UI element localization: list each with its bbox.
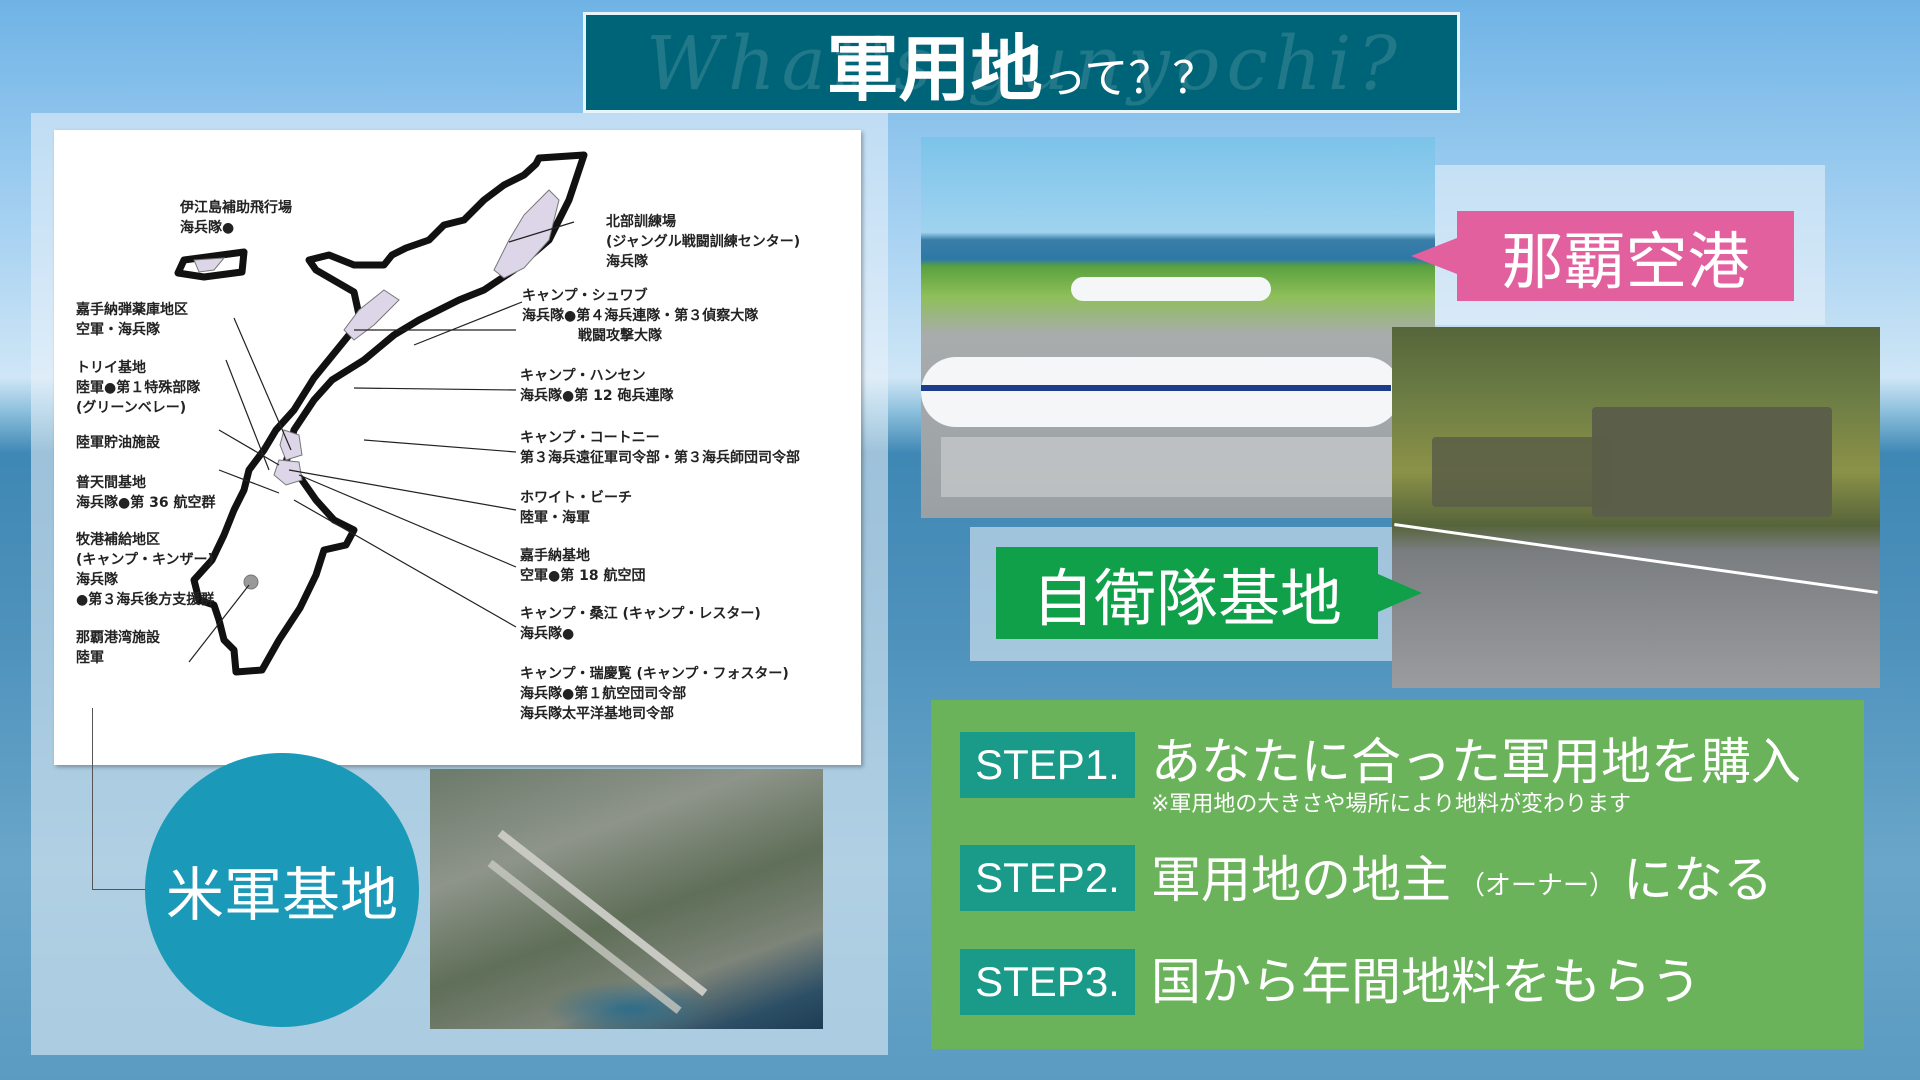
steps-panel: STEP1. あなたに合った軍用地を購入 ※軍用地の大きさや場所により地料が変わ… — [931, 700, 1864, 1049]
map-label-northern-training: 北部訓練場(ジャングル戦闘訓練センター) 海兵隊 — [606, 214, 801, 270]
step3-badge: STEP3. — [960, 949, 1135, 1015]
map-label-kuwae: キャンプ・桑江 (キャンプ・レスター)海兵隊● — [520, 606, 761, 642]
map-label-schwab: キャンプ・シュワブ海兵隊●第４海兵連隊・第３偵察大隊 戦闘攻撃大隊 — [522, 288, 759, 344]
map-label-kadena: 嘉手納基地空軍●第 18 航空団 — [520, 548, 646, 584]
sdf-trucks-photo — [1392, 327, 1880, 688]
page-title: 軍用地 — [826, 27, 1043, 111]
title-banner: What's gunyochi? 軍用地 って？？ — [583, 12, 1460, 113]
step2-text: 軍用地の地主（オーナー）になる — [1151, 851, 1774, 909]
connector-line — [92, 708, 162, 890]
map-label-naha-port: 那覇港湾施設陸軍 — [76, 630, 160, 666]
map-label-army-oil: 陸軍貯油施設 — [76, 435, 160, 451]
step1-text: あなたに合った軍用地を購入 — [1151, 733, 1801, 791]
map-label-makiminato: 牧港補給地区(キャンプ・キンザー) 海兵隊 ●第３海兵後方支援群 — [76, 532, 215, 608]
page-title-suffix: って？？ — [1042, 52, 1217, 104]
title-watermark: What's gunyochi? — [646, 21, 1403, 107]
naha-airport-photo — [921, 137, 1435, 518]
futenma-aerial-photo — [430, 769, 823, 1029]
sdf-base-label: 自衛隊基地 — [996, 547, 1422, 639]
step2-badge: STEP2. — [960, 845, 1135, 911]
map-label-hansen: キャンプ・ハンセン海兵隊●第 12 砲兵連隊 — [520, 368, 674, 404]
map-label-courtney: キャンプ・コートニー第３海兵遠征軍司令部・第３海兵師団司令部 — [520, 430, 800, 466]
okinawa-base-map: 伊江島補助飛行場海兵隊● 嘉手納弾薬庫地区空軍・海兵隊 トリイ基地陸軍●第１特殊… — [54, 130, 861, 765]
step1-badge: STEP1. — [960, 732, 1135, 798]
step3-text: 国から年間地料をもらう — [1151, 953, 1701, 1011]
map-label-zukeran: キャンプ・瑞慶覧 (キャンプ・フォスター)海兵隊●第１航空団司令部 海兵隊太平洋… — [520, 666, 789, 722]
map-label-ie-jima: 伊江島補助飛行場海兵隊● — [180, 200, 292, 236]
map-label-kadena-ammo: 嘉手納弾薬庫地区空軍・海兵隊 — [76, 302, 188, 338]
okinawa-island-outline — [174, 151, 588, 676]
step1-note: ※軍用地の大きさや場所により地料が変わります — [1151, 792, 1631, 817]
naha-airport-label: 那覇空港 — [1411, 211, 1794, 301]
map-label-futenma: 普天間基地海兵隊●第 36 航空群 — [76, 475, 216, 511]
map-label-torii: トリイ基地陸軍●第１特殊部隊 (グリーンベレー) — [76, 360, 201, 416]
us-base-label: 米軍基地 — [145, 753, 419, 1027]
map-label-white-beach: ホワイト・ビーチ陸軍・海軍 — [520, 490, 632, 526]
